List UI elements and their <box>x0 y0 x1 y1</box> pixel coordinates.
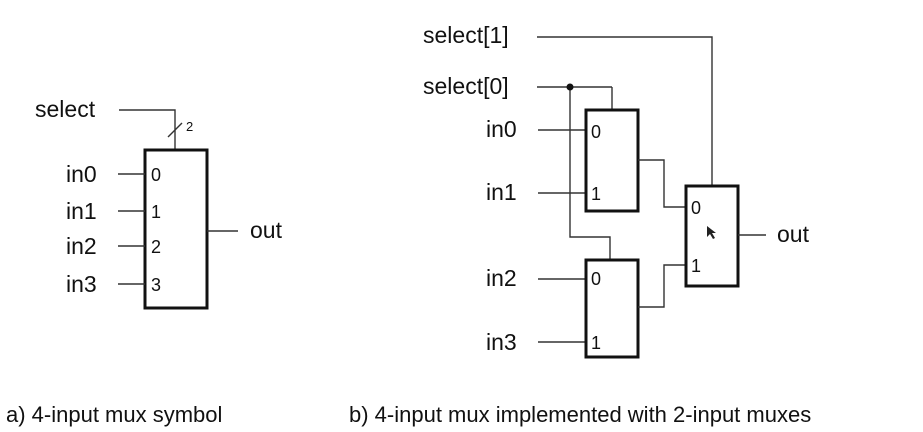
caption-a: a) 4-input mux symbol <box>6 402 222 427</box>
output-label: out <box>250 217 283 243</box>
mux-final-pin-0: 0 <box>691 198 701 218</box>
select1-label: select[1] <box>423 22 509 48</box>
mux4-symbol <box>143 148 209 310</box>
wire-junction <box>566 83 574 91</box>
panel-b: select[1] select[0] in0 in1 in2 in3 0 1 … <box>349 22 811 427</box>
bus-slash <box>167 122 183 138</box>
input-label-in2: in2 <box>66 233 97 259</box>
panel-a: select 2 in0 in1 in2 in3 0 1 2 3 out a) … <box>6 96 283 427</box>
b-input-label-in1: in1 <box>486 179 517 205</box>
input-label-in3: in3 <box>66 271 97 297</box>
pin-label-2: 2 <box>151 237 161 257</box>
caption-b: b) 4-input mux implemented with 2-input … <box>349 402 811 427</box>
b-output-label: out <box>777 221 810 247</box>
input-label-in1: in1 <box>66 198 97 224</box>
b-input-label-in3: in3 <box>486 329 517 355</box>
mux-bottom-out-wire <box>638 264 686 308</box>
select1-wire <box>537 36 713 186</box>
input-label-in0: in0 <box>66 161 97 187</box>
mouse-cursor-icon <box>707 226 716 239</box>
mux-top-pin-0: 0 <box>591 122 601 142</box>
mux-top-out-wire <box>638 159 686 208</box>
select0-branch-bottom <box>569 87 611 260</box>
bus-width-label: 2 <box>186 119 193 134</box>
mux-bottom-pin-0: 0 <box>591 269 601 289</box>
mux2-bottom <box>584 258 640 359</box>
pin-label-1: 1 <box>151 202 161 222</box>
b-input-label-in2: in2 <box>486 265 517 291</box>
mux-bottom-pin-1: 1 <box>591 333 601 353</box>
select-wire <box>119 109 176 150</box>
pin-label-0: 0 <box>151 165 161 185</box>
b-input-label-in0: in0 <box>486 116 517 142</box>
select-label: select <box>35 96 96 122</box>
mux-final-pin-1: 1 <box>691 256 701 276</box>
mux-top-pin-1: 1 <box>591 184 601 204</box>
pin-label-3: 3 <box>151 275 161 295</box>
select0-label: select[0] <box>423 73 509 99</box>
